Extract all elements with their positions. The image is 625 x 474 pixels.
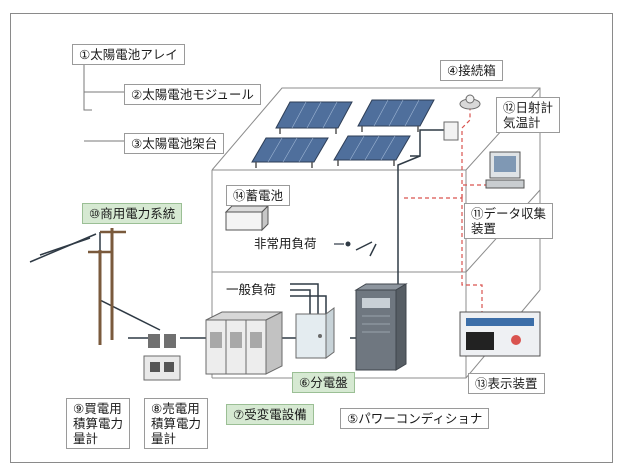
- data-collector-pc: [485, 151, 525, 189]
- label-receiving-equipment: ⑦受変電設備: [226, 404, 314, 425]
- pyranometer-sensor: [459, 94, 481, 110]
- utility-poles: [88, 228, 126, 345]
- label-commercial-grid: ⑩商用電力系統: [82, 203, 183, 224]
- label-junction-box: ④接続箱: [440, 60, 503, 81]
- meter: [164, 334, 176, 348]
- label-battery: ⑭蓄電池: [226, 185, 291, 206]
- electricity-meters: [143, 334, 181, 381]
- label-bracket: [72, 51, 124, 142]
- label-pyranometer: ⑫日射計 気温計: [496, 97, 561, 133]
- power-conditioner: [354, 283, 408, 371]
- label-solar-module: ②太陽電池モジュール: [124, 84, 261, 105]
- label-sale-meter: ⑧売電用 積算電力 量計: [144, 398, 209, 449]
- data-wiring: [404, 108, 490, 312]
- label-purchase-meter: ⑨買電用 積算電力 量計: [66, 398, 131, 449]
- substation-equipment: [205, 311, 283, 375]
- label-solar-mount: ③太陽電池架台: [124, 133, 225, 154]
- distribution-panel: [295, 307, 335, 359]
- solar-panel-array: [251, 99, 435, 168]
- display-unit: [459, 311, 541, 357]
- label-display-unit: ⑬表示装置: [468, 373, 545, 394]
- label-solar-array: ①太陽電池アレイ: [72, 44, 185, 65]
- meter-box: [143, 355, 181, 381]
- junction-box: [443, 121, 459, 141]
- emergency-load-wiring: [334, 241, 377, 257]
- label-data-collector: ⑪データ収集 装置: [464, 203, 554, 239]
- battery: [224, 204, 270, 232]
- label-emergency-load: 非常用負荷: [254, 236, 317, 251]
- label-distribution-panel: ⑥分電盤: [292, 372, 355, 393]
- label-general-load: 一般負荷: [226, 282, 277, 297]
- meter: [148, 334, 160, 348]
- label-power-conditioner: ⑤パワーコンディショナ: [340, 408, 490, 429]
